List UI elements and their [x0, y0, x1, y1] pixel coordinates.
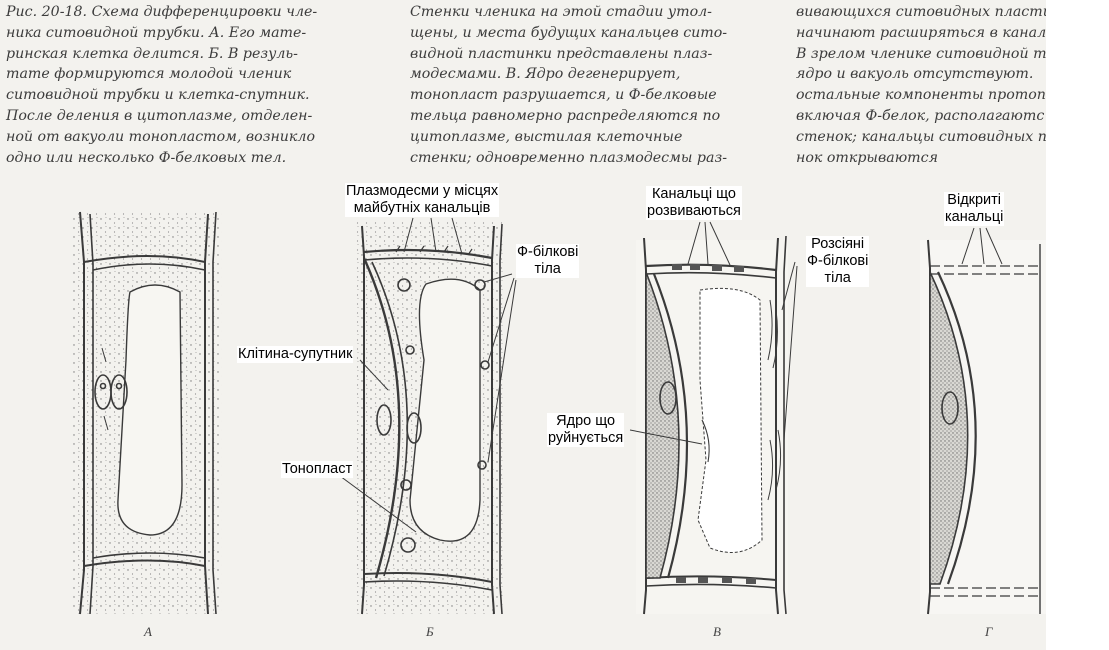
text-line: стенок; канальцы ситовидных п [796, 128, 1046, 145]
text-line: Відкриті [947, 192, 1002, 208]
text-line: канальці [945, 209, 1004, 225]
text-line: Ф-білкові [517, 244, 579, 260]
text-line: розвиваються [647, 203, 741, 219]
text-line: цитоплазме, выстилая клеточные [410, 128, 683, 145]
text-line: Стенки членика на этой стадии утол- [410, 4, 712, 20]
text-line: После деления в цитоплазме, отделен- [6, 107, 313, 124]
text-line: ника ситовидной трубки. А. Его мате- [6, 24, 307, 41]
text-line: нок открываются [796, 149, 938, 166]
panel-letter-b: Б [426, 624, 434, 639]
text-line: ной от вакуоли тонопластом, возникло [6, 128, 315, 145]
text-line: Плазмодесми у місцях [346, 183, 499, 199]
text-line: тіла [534, 261, 561, 277]
page-margin [1046, 0, 1109, 650]
text-line: остальные компоненты протоп [796, 87, 1046, 104]
sieve-tube-diagram [72, 211, 1046, 615]
text-line: начинают расширяться в канал [796, 24, 1046, 41]
text-line: тіла [824, 270, 851, 286]
panel-d-cell [920, 239, 1046, 615]
text-line: тонопласт разрушается, и Ф-белковые [410, 87, 717, 104]
caption-column-1: Рис. 20-18. Схема дифференцировки чле-ни… [6, 2, 346, 168]
text-line: Ядро що [556, 413, 616, 429]
text-line: видной пластинки представлены плаз- [410, 45, 713, 62]
text-line: Ф-білкові [807, 253, 869, 269]
leader-lines [339, 217, 1003, 533]
text-line: стенки; одновременно плазмодесмы раз- [410, 149, 728, 166]
panel-letter-d: Г [985, 624, 993, 639]
text-line: вивающихся ситовидных пласти [796, 4, 1046, 20]
panel-a-cell [72, 211, 222, 615]
text-line: руйнується [548, 430, 624, 446]
text-line: щены, и места будущих канальцев сито- [410, 24, 728, 41]
text-line: В зрелом членике ситовидной т [796, 45, 1046, 62]
caption-column-3: вивающихся ситовидных пласти начинают рас… [796, 2, 1046, 168]
text-line: Тонопласт [282, 461, 353, 477]
text-line: одно или несколько Ф-белковых тел. [6, 149, 287, 166]
text-line: включая Ф-белок, располагаютс [796, 107, 1045, 124]
caption-column-2: Стенки членика на этой стадии утол-щены,… [410, 2, 750, 168]
text-line: Канальці що [651, 186, 736, 202]
text-line: ядро и вакуоль отсутствуют. [796, 66, 1034, 83]
text-line: Клітина-супутник [238, 346, 353, 362]
panel-c-cell [636, 235, 788, 615]
label-companion-cell: Клітина-супутник [237, 346, 354, 363]
text-line: ринская клетка делится. Б. В резуль- [6, 45, 298, 62]
text-line: ситовидной трубки и клетка-спутник. [6, 87, 310, 104]
label-tonoplast: Тонопласт [281, 461, 354, 478]
text-line: Розсіяні [811, 236, 865, 252]
panel-letter-a: А [144, 624, 152, 639]
text-line: модесмами. В. Ядро дегенерирует, [410, 66, 681, 83]
panel-letter-c: В [713, 624, 721, 639]
text-line: тате формируются молодой членик [6, 66, 292, 83]
panel-b-cell [354, 220, 504, 615]
text-line: Рис. 20-18. Схема дифференцировки чле- [6, 4, 318, 20]
text-line: майбутніх канальців [353, 200, 491, 216]
text-line: тельца равномерно распределяются по [410, 107, 721, 124]
